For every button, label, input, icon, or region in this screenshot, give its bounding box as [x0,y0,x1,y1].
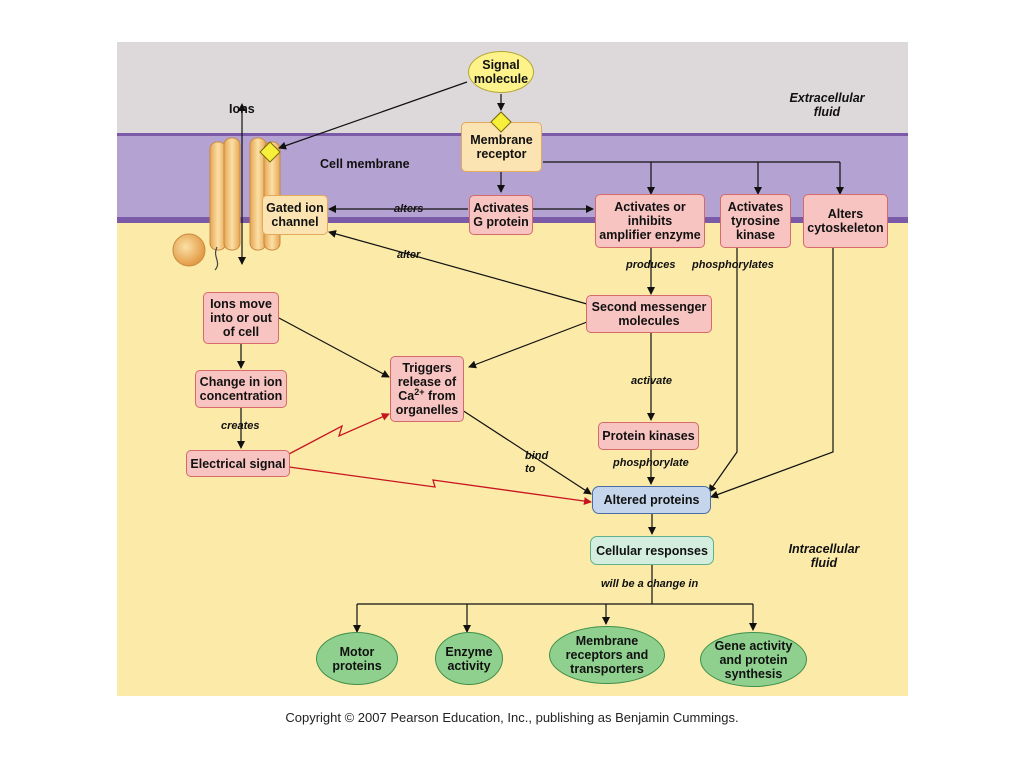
intracellular-fluid-label: Intracellular fluid [788,542,860,570]
bind-to-label: bind to [525,450,549,475]
electrical-signal-node: Electrical signal [186,450,290,477]
gene-activity-node: Gene activity and protein synthesis [700,632,807,687]
triggers-release-node: Triggers release of Ca2+ from organelles [390,356,464,422]
membrane-receptors-node: Membrane receptors and transporters [549,626,665,684]
gated-ion-channel-node: Gated ion channel [262,195,328,235]
triggers-text-post: from organelles [395,389,459,417]
activates-g-protein-node: Activates G protein [469,195,533,235]
signal-molecule-node: Signal molecule [468,51,534,93]
receptor-ligand-top [490,111,512,133]
activate-label: activate [631,375,672,387]
cellular-responses-node: Cellular responses [590,536,714,565]
alters-cytoskeleton-node: Alters cytoskeleton [803,194,888,248]
second-messenger-node: Second messenger molecules [586,295,712,333]
phosphorylate-label: phosphorylate [613,457,689,469]
alters-label: alters [394,203,424,215]
phosphorylates-label: phosphorylates [692,259,774,271]
alter-label: alter [397,249,421,261]
amplifier-enzyme-node: Activates or inhibits amplifier enzyme [595,194,705,248]
ions-label: Ions [229,102,255,116]
tyrosine-kinase-node: Activates tyrosine kinase [720,194,791,248]
triggers-text-pre: Triggers release of Ca [397,361,457,403]
ions-move-node: Ions move into or out of cell [203,292,279,344]
change-in-ion-node: Change in ion concentration [195,370,287,408]
motor-proteins-node: Motor proteins [316,632,398,685]
signal-transduction-diagram: Signal molecule Membrane receptor Gated … [117,42,908,696]
produces-label: produces [626,259,676,271]
will-be-change-label: will be a change in [601,578,699,590]
enzyme-activity-node: Enzyme activity [435,632,503,685]
cell-membrane-label: Cell membrane [320,157,410,171]
creates-label: creates [221,420,260,432]
altered-proteins-node: Altered proteins [592,486,711,514]
protein-kinases-node: Protein kinases [598,422,699,450]
arrows-layer [237,81,844,633]
triggers-superscript: 2+ [414,386,425,397]
copyright-text: Copyright © 2007 Pearson Education, Inc.… [285,710,739,725]
extracellular-fluid-label: Extracellular fluid [789,91,865,119]
